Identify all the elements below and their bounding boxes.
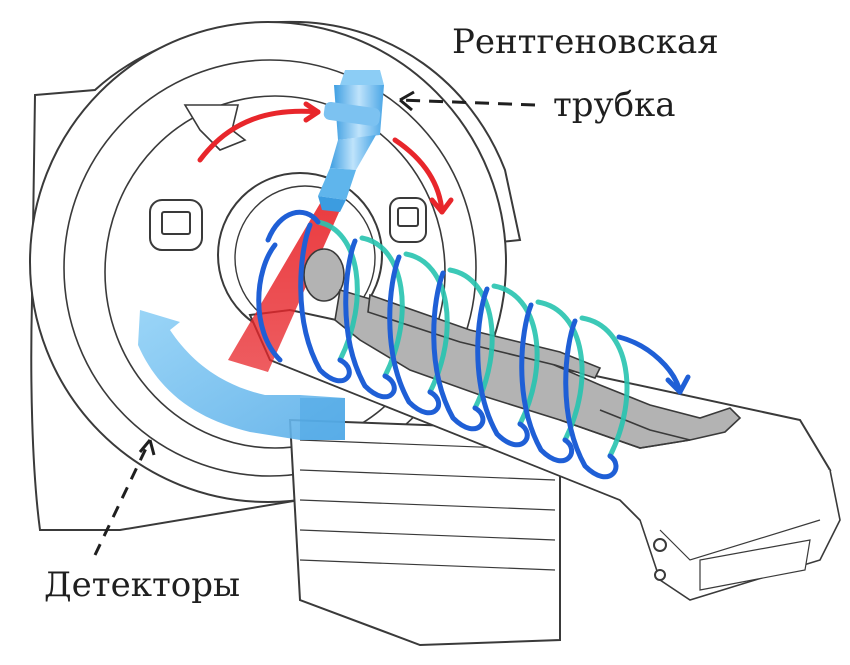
xray-tube-label-line1: Рентгеновская [452, 22, 719, 62]
xray-tube [318, 70, 384, 212]
xray-tube-label-line2: трубка [553, 85, 676, 125]
detector-array [138, 310, 345, 440]
dashed-pointer-icon [93, 90, 536, 556]
xray-beam [228, 200, 340, 372]
helix-path-icon [256, 209, 691, 480]
gantry-window-left [149, 199, 203, 251]
detectors-label: Детекторы [44, 565, 241, 605]
gantry-window-right [389, 197, 427, 243]
rotation-arrow-icon [197, 101, 454, 215]
